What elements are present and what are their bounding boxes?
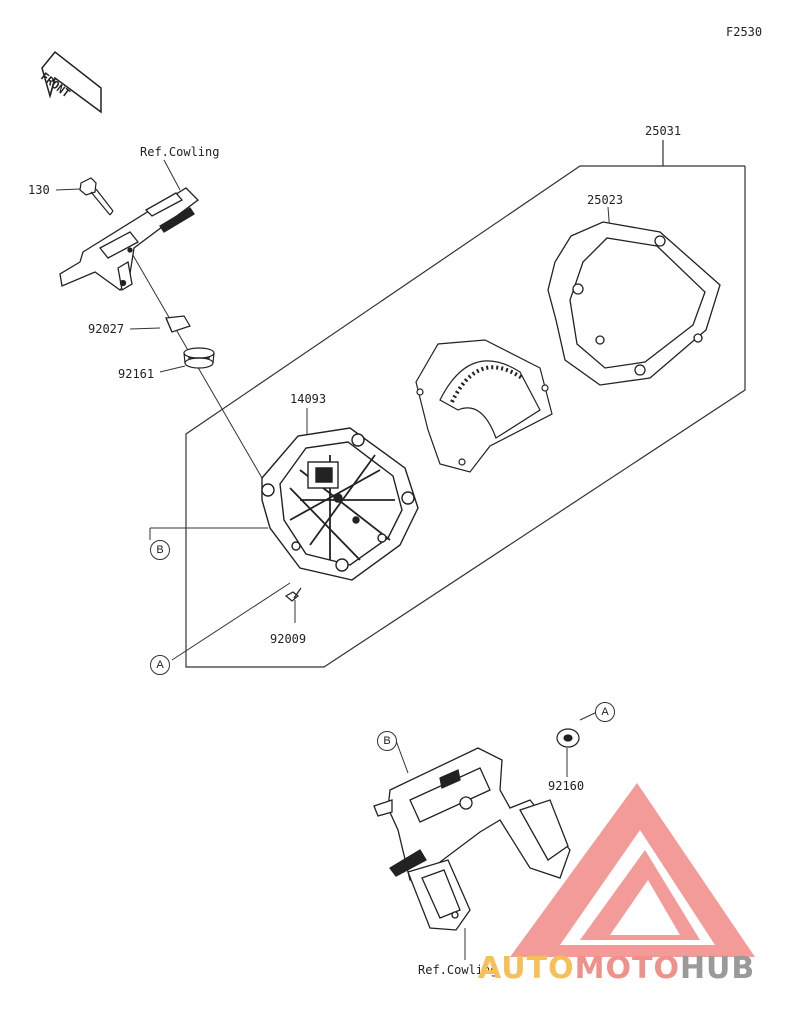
meter-unit-icon [415, 339, 553, 473]
watermark-moto: MOTO [574, 951, 680, 986]
part-130-label: 130 [28, 183, 50, 197]
lower-bracket-icon [373, 747, 571, 931]
bolt-130-icon [79, 177, 114, 216]
grommet-92161-icon [183, 347, 215, 369]
screw-92009-icon [284, 587, 302, 602]
watermark-logo-icon [510, 783, 755, 957]
part-14093-label: 14093 [290, 392, 327, 406]
part-92160-label: 92160 [548, 779, 585, 793]
diagram-code-label: F2530 [726, 25, 763, 39]
callout-a-lower-left: A [150, 655, 170, 675]
callout-b-bracket: B [377, 731, 397, 751]
front-arrow-icon [41, 50, 102, 114]
part-92027-label: 92027 [88, 322, 125, 336]
meter-case-14093-icon [261, 427, 419, 581]
washer-92160-icon [556, 728, 580, 748]
upper-bracket-icon [59, 187, 199, 292]
watermark-auto: AUTO [478, 951, 575, 986]
assembly-outline-25031 [185, 140, 746, 668]
ref-cowling-top-label: Ref.Cowling [140, 145, 220, 159]
meter-cover-25023-icon [547, 221, 721, 386]
part-92161-label: 92161 [118, 367, 155, 381]
watermark-text: AUTOMOTOHUB [478, 951, 755, 986]
part-25031-label: 25031 [645, 124, 682, 138]
callout-a-right: A [595, 702, 615, 722]
callout-b-left: B [150, 540, 170, 560]
ref-cowling-bottom-label: Ref.Cowling [418, 963, 498, 977]
leader-lines [55, 159, 611, 960]
collar-92027-icon [165, 315, 191, 333]
part-25023-label: 25023 [587, 193, 624, 207]
part-92009-label: 92009 [270, 632, 307, 646]
watermark-hub: HUB [679, 951, 756, 986]
